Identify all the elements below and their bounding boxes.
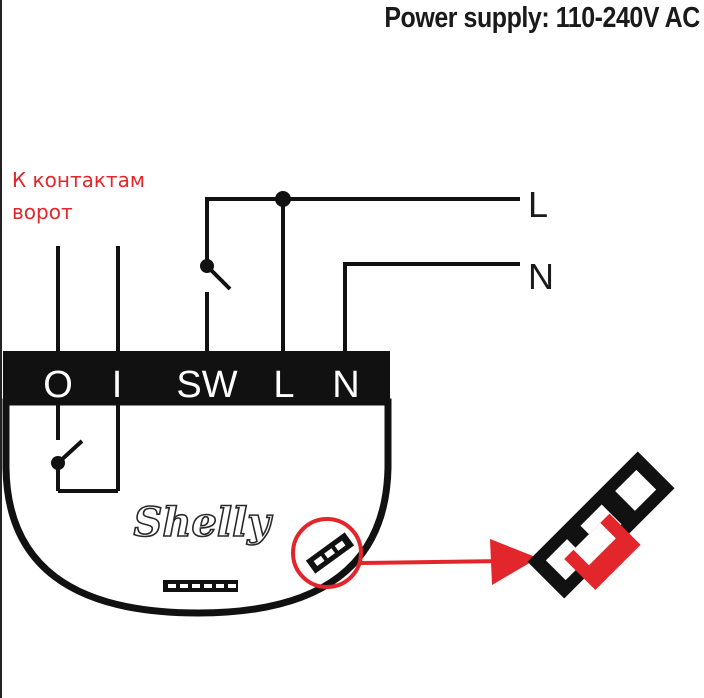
- pointer-arrow-shaft: [360, 559, 506, 565]
- left-border: [0, 0, 2, 698]
- bottom-connector: [163, 580, 238, 592]
- note-line-2: ворот: [12, 200, 73, 224]
- device-jumper: [305, 532, 355, 574]
- terminal-n: N: [332, 364, 359, 406]
- terminal-l: L: [273, 364, 294, 406]
- terminal-sw: SW: [176, 364, 237, 406]
- power-supply-title: Power supply: 110-240V AC: [384, 2, 701, 34]
- bottom-connector-pins: [168, 584, 236, 588]
- line-junction-dot: [275, 191, 291, 207]
- terminal-i: I: [112, 364, 123, 406]
- terminal-o: O: [43, 364, 73, 406]
- jumper-highlight-circle: [291, 517, 363, 589]
- neutral-label: N: [528, 256, 554, 297]
- note-line-1: К контактам: [12, 168, 145, 192]
- line-wire: [207, 197, 520, 351]
- line-label: L: [528, 184, 548, 225]
- relay-contact-dot: [51, 456, 65, 470]
- pointer-arrow-head: [490, 539, 538, 585]
- terminal-block: [3, 351, 390, 405]
- shelly-logo: Shelly: [133, 499, 273, 546]
- gate-contacts-note: К контактам ворот: [12, 164, 145, 228]
- neutral-wire: [343, 262, 520, 351]
- switch-contact-dot: [200, 259, 214, 273]
- enlarged-jumper-icon: [527, 451, 675, 599]
- switch-wiring: [205, 197, 283, 351]
